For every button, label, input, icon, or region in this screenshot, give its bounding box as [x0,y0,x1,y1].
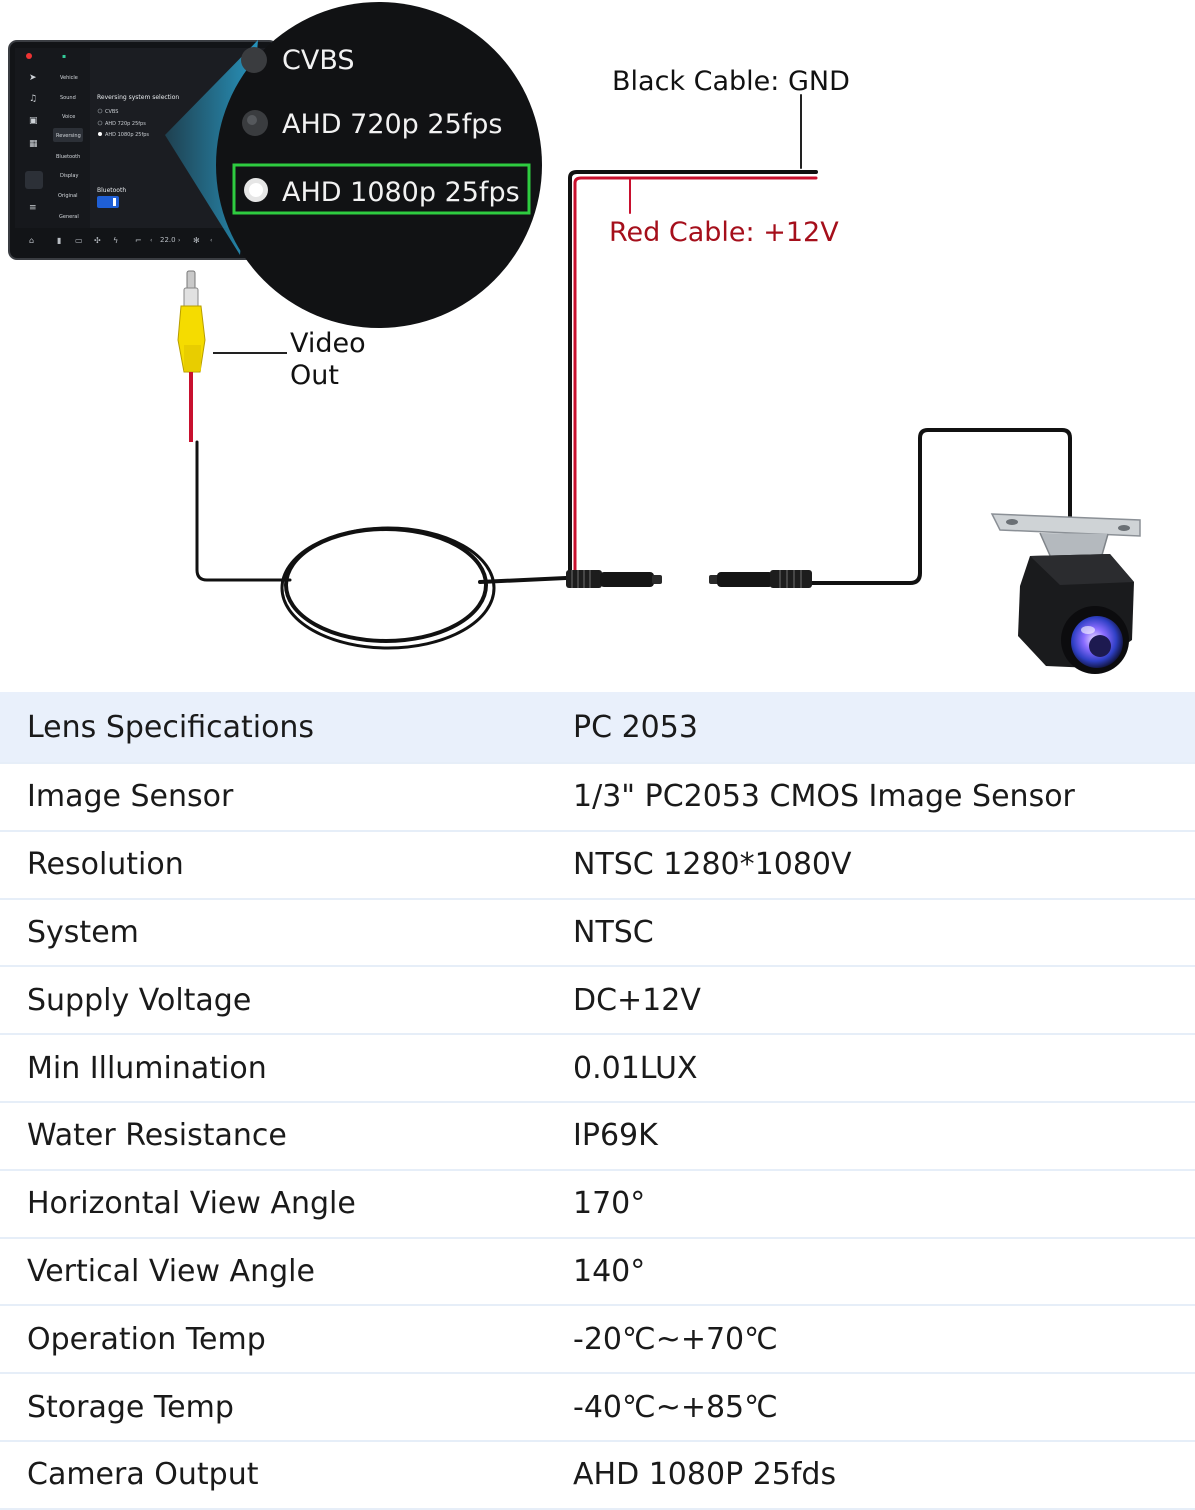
spec-key: Camera Output [0,1440,573,1510]
spec-key: Operation Temp [0,1305,573,1375]
spec-key: System [0,898,573,968]
table-row: Supply Voltage DC+12V [0,966,1195,1036]
spec-key: Resolution [0,830,573,900]
screen-sidebar-voice[interactable]: Voice [62,114,75,120]
apps-grid-icon: ▦ [29,139,38,149]
table-row: Operation Temp -20℃~+70℃ [0,1305,1195,1375]
screen-sidebar-reversing[interactable]: Reversing [56,133,81,139]
spec-value: IP69K [573,1101,1195,1171]
spec-key: Water Resistance [0,1101,573,1171]
spec-value: 140° [573,1237,1195,1307]
table-row: Min Illumination 0.01LUX [0,1034,1195,1103]
screen-status-icon: ▪ [62,53,66,60]
spec-value: 0.01LUX [573,1034,1195,1103]
screen-sidebar-bluetooth[interactable]: Bluetooth [56,154,80,160]
music-note-icon: ♫ [29,94,37,104]
zoom-option-ahd1080[interactable]: AHD 1080p 25fps [282,177,520,208]
table-row: Vertical View Angle 140° [0,1237,1195,1307]
temp-left-down-icon[interactable]: ‹ [150,237,152,244]
temp-left-up-icon[interactable]: › [178,237,180,244]
red-cable-label: Red Cable: +12V [609,217,839,248]
settings-icon: ≡ [29,203,37,213]
screen-option-ahd1080[interactable]: AHD 1080p 25fps [105,132,149,138]
spec-header-key: Lens Specifications [0,692,573,764]
screen-sidebar-general[interactable]: General [59,214,79,220]
car-small-icon[interactable]: ▭ [75,236,83,245]
screen-option-ahd720[interactable]: AHD 720p 25fps [105,121,146,127]
temp-right-down-icon[interactable]: ‹ [210,237,212,244]
wiring-diagram: ▪ ➤ ♫ ▣ ▦ ▰ ≡ Vehicle Sound Voice Revers… [8,2,1141,674]
spec-value: DC+12V [573,966,1195,1036]
extension-cable [195,440,568,650]
spec-value: 170° [573,1169,1195,1239]
spec-value: 1/3" PC2053 CMOS Image Sensor [573,763,1195,832]
power-cables [568,94,818,580]
aviation-connectors [566,570,812,588]
screen-section-title: Reversing system selection [97,94,179,101]
lock-icon[interactable]: ▮ [57,236,61,245]
screen-sidebar-sound[interactable]: Sound [60,95,76,101]
video-out-label-line2: Out [290,360,339,391]
spec-key: Supply Voltage [0,966,573,1036]
spec-header-value: PC 2053 [573,692,1195,764]
table-row: Resolution NTSC 1280*1080V [0,830,1195,900]
zoom-option-cvbs[interactable]: CVBS [282,45,355,76]
voice-icon: ▣ [29,116,38,126]
camera-cable [812,428,1072,585]
screen-sidebar-vehicle[interactable]: Vehicle [60,75,78,81]
spec-value: AHD 1080P 25fds [573,1440,1195,1510]
spec-value: NTSC [573,898,1195,968]
spec-key: Min Illumination [0,1034,573,1103]
screen-sidebar-display[interactable]: Display [60,173,78,179]
black-cable-label: Black Cable: GND [612,66,850,97]
table-row: Horizontal View Angle 170° [0,1169,1195,1239]
spec-value: -20℃~+70℃ [573,1305,1195,1375]
spec-table: Lens Specifications PC 2053 Image Sensor… [0,692,1195,1510]
spec-key: Horizontal View Angle [0,1169,573,1239]
power-icon[interactable]: ϟ [113,236,118,245]
table-row: Camera Output AHD 1080P 25fds [0,1440,1195,1510]
seat-icon[interactable]: ⌐ [135,236,142,245]
rca-video-plug [177,270,206,442]
fan-speed-icon[interactable]: ✻ [193,236,200,245]
table-row: Storage Temp -40℃~+85℃ [0,1373,1195,1442]
video-out-label-line1: Video [290,328,366,359]
zoom-bubble: CVBS AHD 720p 25fps AHD 1080p 25fps [216,2,542,328]
screen-bluetooth-label: Bluetooth [97,187,126,194]
zoom-option-ahd720[interactable]: AHD 720p 25fps [282,109,502,140]
fan-icon[interactable]: ✣ [94,236,101,245]
spec-key: Vertical View Angle [0,1237,573,1307]
nav-arrow-icon: ➤ [29,73,37,83]
screen-option-cvbs[interactable]: CVBS [105,109,118,115]
table-row: Water Resistance IP69K [0,1101,1195,1171]
home-icon[interactable]: ⌂ [29,236,34,245]
spec-key: Image Sensor [0,763,573,832]
spec-header-row: Lens Specifications PC 2053 [0,692,1195,764]
screen-sidebar-original[interactable]: Original [58,193,78,199]
spec-value: NTSC 1280*1080V [573,830,1195,900]
temp-readout: 22.0 [160,236,176,244]
spec-value: -40℃~+85℃ [573,1373,1195,1442]
backup-camera [990,513,1141,674]
table-row: System NTSC [0,898,1195,968]
spec-key: Storage Temp [0,1373,573,1442]
table-row: Image Sensor 1/3" PC2053 CMOS Image Sens… [0,763,1195,832]
selection-highlight [232,163,531,215]
